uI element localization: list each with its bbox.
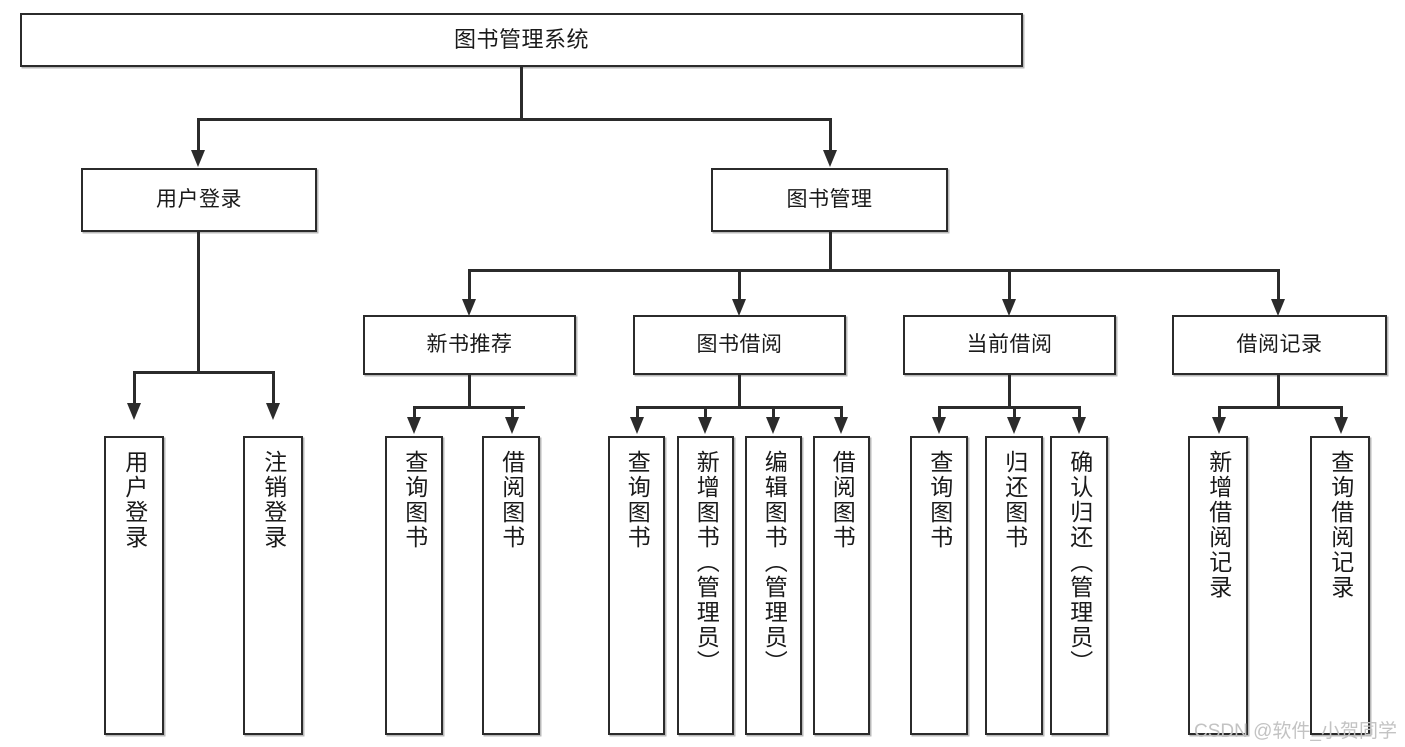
leaf-query-books-borrowing[interactable]: 查询图书 (608, 436, 665, 735)
arrow-br-to-leaf-1 (1211, 417, 1226, 434)
arrow-nb-to-leaf-1 (406, 417, 421, 434)
connector-bm-to-current-borrow (1008, 269, 1011, 303)
arrow-bm-to-borrow-record (1270, 299, 1285, 316)
node-label: 查询图书 (624, 450, 651, 550)
connector-bb-to-leaf-4 (840, 406, 843, 420)
node-root-library-management-system[interactable]: 图书管理系统 (20, 13, 1023, 67)
connector-br-to-leaf-1 (1218, 406, 1221, 420)
node-label: 查询借阅记录 (1327, 450, 1354, 600)
arrow-br-to-leaf-2 (1333, 417, 1348, 434)
leaf-confirm-return-admin[interactable]: 确认归还（管理员） (1050, 436, 1108, 735)
connector-nb-to-leaf-1 (413, 406, 416, 420)
node-label: 借阅记录 (1236, 333, 1323, 357)
arrow-cb-to-leaf-1 (931, 417, 946, 434)
node-label: 确认归还（管理员） (1066, 450, 1093, 675)
connector-current-borrow-bus (938, 406, 1079, 409)
connector-bm-to-new-book (468, 269, 471, 303)
connector-bb-to-leaf-3 (772, 406, 775, 420)
connector-root-stem (520, 67, 523, 120)
node-label: 当前借阅 (966, 333, 1053, 357)
connector-book-borrow-stem (738, 375, 741, 408)
node-label: 图书管理 (786, 188, 873, 212)
connector-cb-to-leaf-1 (938, 406, 941, 420)
connector-borrow-record-bus (1218, 406, 1342, 409)
connector-book-management-bus (468, 269, 1279, 272)
arrow-bb-to-leaf-4 (833, 417, 848, 434)
arrow-root-to-book-management (822, 150, 837, 167)
leaf-edit-book-admin[interactable]: 编辑图书（管理员） (745, 436, 802, 735)
arrow-bm-to-new-book (461, 299, 476, 316)
node-book-borrowing[interactable]: 图书借阅 (633, 315, 846, 375)
node-label: 用户登录 (156, 188, 242, 212)
leaf-add-borrow-record[interactable]: 新增借阅记录 (1188, 436, 1248, 735)
connector-new-book-bus (413, 406, 525, 409)
node-label: 图书管理系统 (453, 26, 589, 52)
connector-user-login-bus (133, 371, 274, 374)
connector-cb-to-leaf-2 (1013, 406, 1016, 420)
node-label: 新增图书（管理员） (693, 450, 720, 675)
arrow-user-login-to-leaf-1 (126, 403, 141, 420)
connector-root-bus (197, 118, 832, 121)
leaf-query-borrow-record[interactable]: 查询借阅记录 (1310, 436, 1370, 735)
arrow-cb-to-leaf-3 (1071, 417, 1086, 434)
arrow-bm-to-current-borrow (1001, 299, 1016, 316)
connector-nb-to-leaf-2 (511, 406, 514, 420)
leaf-query-books-current[interactable]: 查询图书 (910, 436, 968, 735)
connector-user-login-to-leaf-1 (133, 371, 136, 406)
connector-bm-to-borrow-record (1277, 269, 1280, 303)
arrow-bb-to-leaf-1 (629, 417, 644, 434)
arrow-user-login-to-leaf-2 (265, 403, 280, 420)
connector-br-to-leaf-2 (1340, 406, 1343, 420)
leaf-query-books-new-book[interactable]: 查询图书 (385, 436, 443, 735)
connector-user-login-to-leaf-2 (272, 371, 275, 406)
connector-root-to-book-management (829, 118, 832, 154)
node-label: 编辑图书（管理员） (761, 450, 788, 675)
leaf-logout[interactable]: 注销登录 (243, 436, 303, 735)
connector-borrow-record-stem (1277, 375, 1280, 408)
node-label: 新增借阅记录 (1205, 450, 1232, 600)
arrow-nb-to-leaf-2 (504, 417, 519, 434)
node-label: 归还图书 (1001, 450, 1028, 550)
node-label: 查询图书 (926, 450, 953, 550)
node-borrowing-records[interactable]: 借阅记录 (1172, 315, 1387, 375)
connector-bb-to-leaf-2 (704, 406, 707, 420)
connector-book-management-stem (829, 232, 832, 271)
node-label: 借阅图书 (829, 450, 856, 550)
node-user-login[interactable]: 用户登录 (81, 168, 317, 232)
arrow-bm-to-book-borrow (731, 299, 746, 316)
node-label: 查询图书 (401, 450, 428, 550)
connector-book-borrow-bus (636, 406, 841, 409)
arrow-bb-to-leaf-3 (765, 417, 780, 434)
connector-user-login-stem (197, 232, 200, 373)
arrow-cb-to-leaf-2 (1006, 417, 1021, 434)
node-label: 用户登录 (121, 450, 148, 550)
node-book-management[interactable]: 图书管理 (711, 168, 948, 232)
leaf-borrow-books-new-book[interactable]: 借阅图书 (482, 436, 540, 735)
connector-bm-to-book-borrow (738, 269, 741, 303)
node-label: 注销登录 (260, 450, 287, 550)
node-label: 图书借阅 (696, 333, 783, 357)
connector-cb-to-leaf-3 (1078, 406, 1081, 420)
connector-bb-to-leaf-1 (636, 406, 639, 420)
node-label: 借阅图书 (498, 450, 525, 550)
leaf-add-book-admin[interactable]: 新增图书（管理员） (677, 436, 734, 735)
leaf-user-login[interactable]: 用户登录 (104, 436, 164, 735)
arrow-root-to-user-login (190, 150, 205, 167)
node-current-borrowing[interactable]: 当前借阅 (903, 315, 1116, 375)
connector-root-to-user-login (197, 118, 200, 154)
node-label: 新书推荐 (426, 333, 513, 357)
leaf-borrow-books-borrowing[interactable]: 借阅图书 (813, 436, 870, 735)
node-new-book-recommendation[interactable]: 新书推荐 (363, 315, 576, 375)
connector-current-borrow-stem (1008, 375, 1011, 408)
connector-new-book-stem (468, 375, 471, 408)
arrow-bb-to-leaf-2 (697, 417, 712, 434)
leaf-return-books[interactable]: 归还图书 (985, 436, 1043, 735)
